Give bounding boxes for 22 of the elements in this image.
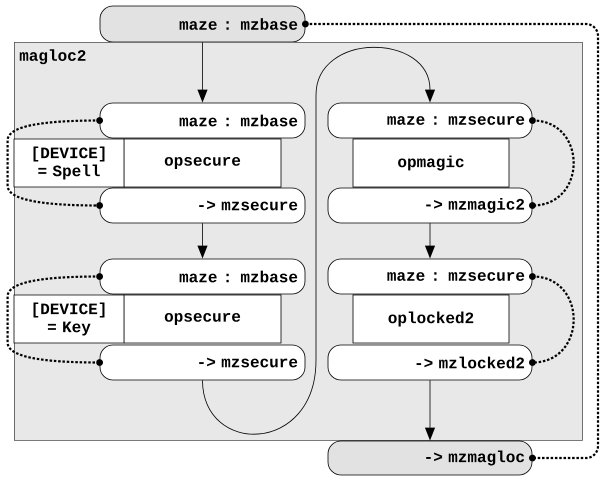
arrow <box>202 46 436 434</box>
state-pill: -> mzmagic2 <box>328 188 532 224</box>
dotted-connector <box>6 273 103 366</box>
condition-box: [DEVICE] = Key <box>14 294 124 344</box>
state-pill: maze : mzbase <box>100 6 306 42</box>
state-pill: -> mzsecure <box>100 344 306 380</box>
state-pill: -> mzmagloc <box>328 440 532 476</box>
dotted-connector <box>302 20 600 462</box>
state-pill: maze : mzbase <box>100 102 306 138</box>
operation-box: opsecure <box>124 138 282 188</box>
state-pill: -> mzsecure <box>100 188 306 224</box>
dotted-connector <box>529 117 575 209</box>
state-pill: maze : mzsecure <box>328 102 532 138</box>
dotted-connector <box>529 273 575 366</box>
operation-box: opsecure <box>124 294 282 344</box>
state-pill: -> mzlocked2 <box>328 344 532 380</box>
condition-box: [DEVICE] = Spell <box>14 138 124 188</box>
operation-box: oplocked2 <box>352 294 510 344</box>
state-pill: maze : mzbase <box>100 258 306 294</box>
dotted-connector <box>6 117 103 209</box>
operation-box: opmagic <box>352 138 510 188</box>
state-pill: maze : mzsecure <box>328 258 532 294</box>
